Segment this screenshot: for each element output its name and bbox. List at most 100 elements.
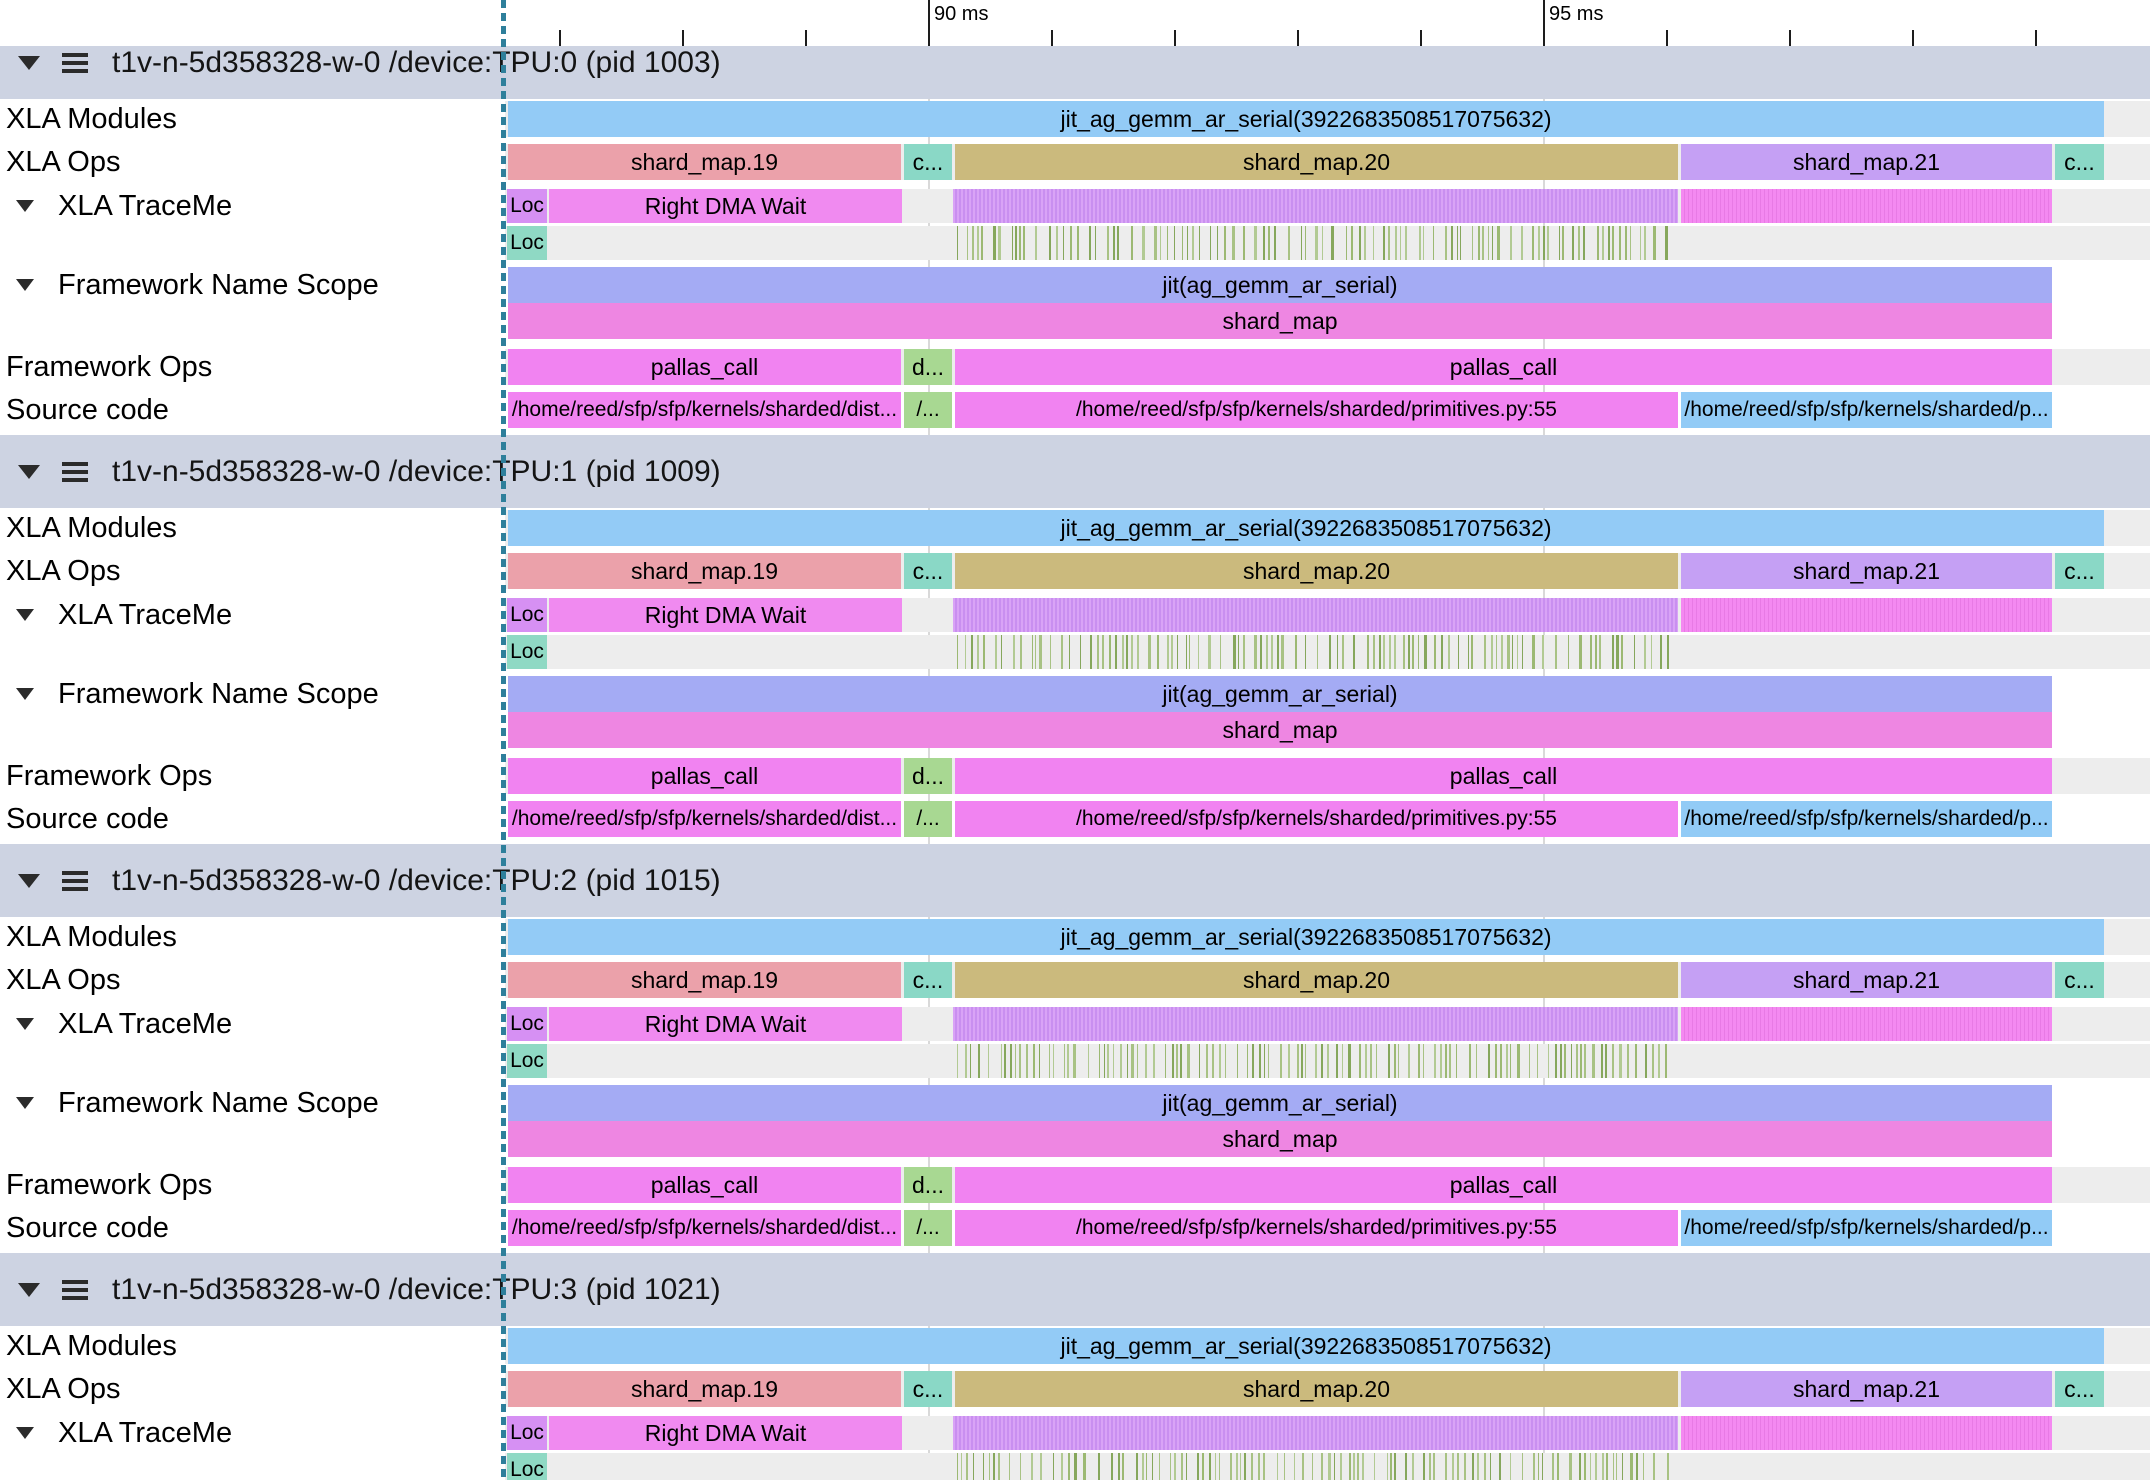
process-header[interactable]: t1v-n-5d358328-w-0 /device:TPU:1 (pid 10… [0, 435, 2150, 508]
trace-event[interactable]: /... [904, 801, 952, 837]
trace-event[interactable]: shard_map [508, 712, 2052, 748]
trace-event[interactable]: shard_map [508, 303, 2052, 339]
trace-event[interactable]: shard_map.21 [1681, 144, 2052, 180]
trace-event[interactable]: /home/reed/sfp/sfp/kernels/sharded/dist.… [508, 392, 901, 428]
trace-event[interactable]: Loc [507, 1416, 547, 1450]
trace-event[interactable]: d... [904, 349, 952, 385]
trace-event[interactable] [953, 1416, 1678, 1450]
row-label-tr1[interactable]: XLA TraceMe [16, 186, 232, 226]
trace-event[interactable]: Right DMA Wait [549, 1416, 902, 1450]
trace-event[interactable]: /home/reed/sfp/sfp/kernels/sharded/p... [1681, 801, 2052, 837]
row-label-ops[interactable]: XLA Ops [6, 960, 120, 1000]
collapse-arrow-icon[interactable] [16, 1097, 34, 1109]
collapse-arrow-icon[interactable] [16, 688, 34, 700]
trace-event[interactable]: Loc [507, 635, 547, 669]
row-label-modules[interactable]: XLA Modules [6, 917, 177, 957]
trace-event[interactable] [1681, 1007, 2052, 1041]
menu-icon[interactable] [62, 52, 88, 73]
trace-event[interactable]: Loc [507, 1044, 547, 1078]
collapse-arrow-icon[interactable] [16, 1018, 34, 1030]
trace-event[interactable]: c... [904, 144, 952, 180]
row-label-fns1[interactable]: Framework Name Scope [16, 265, 379, 305]
row-label-tr1[interactable]: XLA TraceMe [16, 595, 232, 635]
collapse-arrow-icon[interactable] [18, 873, 40, 888]
trace-event[interactable]: jit(ag_gemm_ar_serial) [508, 1085, 2052, 1121]
row-label-fns1[interactable]: Framework Name Scope [16, 1083, 379, 1123]
row-label-ops[interactable]: XLA Ops [6, 551, 120, 591]
collapse-arrow-icon[interactable] [18, 1282, 40, 1297]
trace-event[interactable]: shard_map.19 [508, 553, 901, 589]
trace-event[interactable]: Loc [507, 1007, 547, 1041]
trace-event[interactable]: shard_map.21 [1681, 962, 2052, 998]
trace-event[interactable]: c... [2055, 962, 2104, 998]
trace-event[interactable]: c... [904, 962, 952, 998]
trace-event[interactable]: shard_map.21 [1681, 553, 2052, 589]
trace-event[interactable]: Right DMA Wait [549, 1007, 902, 1041]
collapse-arrow-icon[interactable] [18, 55, 40, 70]
row-label-ops[interactable]: XLA Ops [6, 1369, 120, 1409]
row-label-fwops[interactable]: Framework Ops [6, 1165, 212, 1205]
trace-event[interactable]: shard_map.19 [508, 962, 901, 998]
row-label-tr1[interactable]: XLA TraceMe [16, 1413, 232, 1453]
trace-event[interactable]: shard_map.20 [955, 553, 1678, 589]
trace-event[interactable]: /home/reed/sfp/sfp/kernels/sharded/primi… [955, 1210, 1678, 1246]
trace-event[interactable]: c... [904, 1371, 952, 1407]
row-label-fns1[interactable]: Framework Name Scope [16, 674, 379, 714]
collapse-arrow-icon[interactable] [16, 609, 34, 621]
trace-event[interactable]: jit_ag_gemm_ar_serial(392268350851707563… [508, 919, 2104, 955]
trace-event[interactable]: d... [904, 758, 952, 794]
trace-event[interactable]: /... [904, 392, 952, 428]
row-label-tr1[interactable]: XLA TraceMe [16, 1004, 232, 1044]
row-label-ops[interactable]: XLA Ops [6, 142, 120, 182]
collapse-arrow-icon[interactable] [16, 279, 34, 291]
trace-event[interactable]: Right DMA Wait [549, 598, 902, 632]
menu-icon[interactable] [62, 461, 88, 482]
row-label-source[interactable]: Source code [6, 799, 169, 839]
trace-event[interactable]: Loc [507, 189, 547, 223]
trace-event[interactable]: pallas_call [955, 758, 2052, 794]
trace-event[interactable]: pallas_call [955, 1167, 2052, 1203]
trace-event[interactable]: shard_map.19 [508, 1371, 901, 1407]
trace-event[interactable] [1681, 598, 2052, 632]
menu-icon[interactable] [62, 870, 88, 891]
trace-event[interactable]: /home/reed/sfp/sfp/kernels/sharded/p... [1681, 392, 2052, 428]
trace-event[interactable]: /home/reed/sfp/sfp/kernels/sharded/primi… [955, 392, 1678, 428]
trace-event[interactable]: c... [904, 553, 952, 589]
trace-event[interactable]: c... [2055, 1371, 2104, 1407]
trace-event[interactable]: Loc [507, 1453, 547, 1480]
collapse-arrow-icon[interactable] [16, 200, 34, 212]
trace-event[interactable] [1681, 1416, 2052, 1450]
trace-event[interactable]: jit(ag_gemm_ar_serial) [508, 676, 2052, 712]
trace-event[interactable] [1681, 189, 2052, 223]
trace-event[interactable]: shard_map.20 [955, 962, 1678, 998]
row-label-fwops[interactable]: Framework Ops [6, 756, 212, 796]
process-header[interactable]: t1v-n-5d358328-w-0 /device:TPU:3 (pid 10… [0, 1253, 2150, 1326]
row-label-modules[interactable]: XLA Modules [6, 1326, 177, 1366]
trace-event[interactable]: jit_ag_gemm_ar_serial(392268350851707563… [508, 510, 2104, 546]
collapse-arrow-icon[interactable] [18, 464, 40, 479]
trace-event[interactable] [953, 1007, 1678, 1041]
trace-event[interactable] [953, 598, 1678, 632]
trace-event[interactable]: pallas_call [508, 758, 901, 794]
process-header[interactable]: t1v-n-5d358328-w-0 /device:TPU:2 (pid 10… [0, 844, 2150, 917]
trace-event[interactable] [953, 189, 1678, 223]
trace-event[interactable]: jit_ag_gemm_ar_serial(392268350851707563… [508, 101, 2104, 137]
trace-event[interactable]: shard_map.20 [955, 1371, 1678, 1407]
collapse-arrow-icon[interactable] [16, 1427, 34, 1439]
row-label-source[interactable]: Source code [6, 1208, 169, 1248]
trace-event[interactable]: shard_map.19 [508, 144, 901, 180]
trace-event[interactable]: Right DMA Wait [549, 189, 902, 223]
row-label-source[interactable]: Source code [6, 390, 169, 430]
trace-event[interactable]: c... [2055, 553, 2104, 589]
menu-icon[interactable] [62, 1279, 88, 1300]
trace-event[interactable]: pallas_call [508, 1167, 901, 1203]
trace-event[interactable]: /... [904, 1210, 952, 1246]
trace-event[interactable]: shard_map [508, 1121, 2052, 1157]
trace-event[interactable]: /home/reed/sfp/sfp/kernels/sharded/primi… [955, 801, 1678, 837]
trace-event[interactable]: c... [2055, 144, 2104, 180]
row-label-fwops[interactable]: Framework Ops [6, 347, 212, 387]
trace-event[interactable]: pallas_call [508, 349, 901, 385]
trace-event[interactable]: Loc [507, 226, 547, 260]
trace-event[interactable]: /home/reed/sfp/sfp/kernels/sharded/dist.… [508, 801, 901, 837]
trace-event[interactable]: /home/reed/sfp/sfp/kernels/sharded/p... [1681, 1210, 2052, 1246]
